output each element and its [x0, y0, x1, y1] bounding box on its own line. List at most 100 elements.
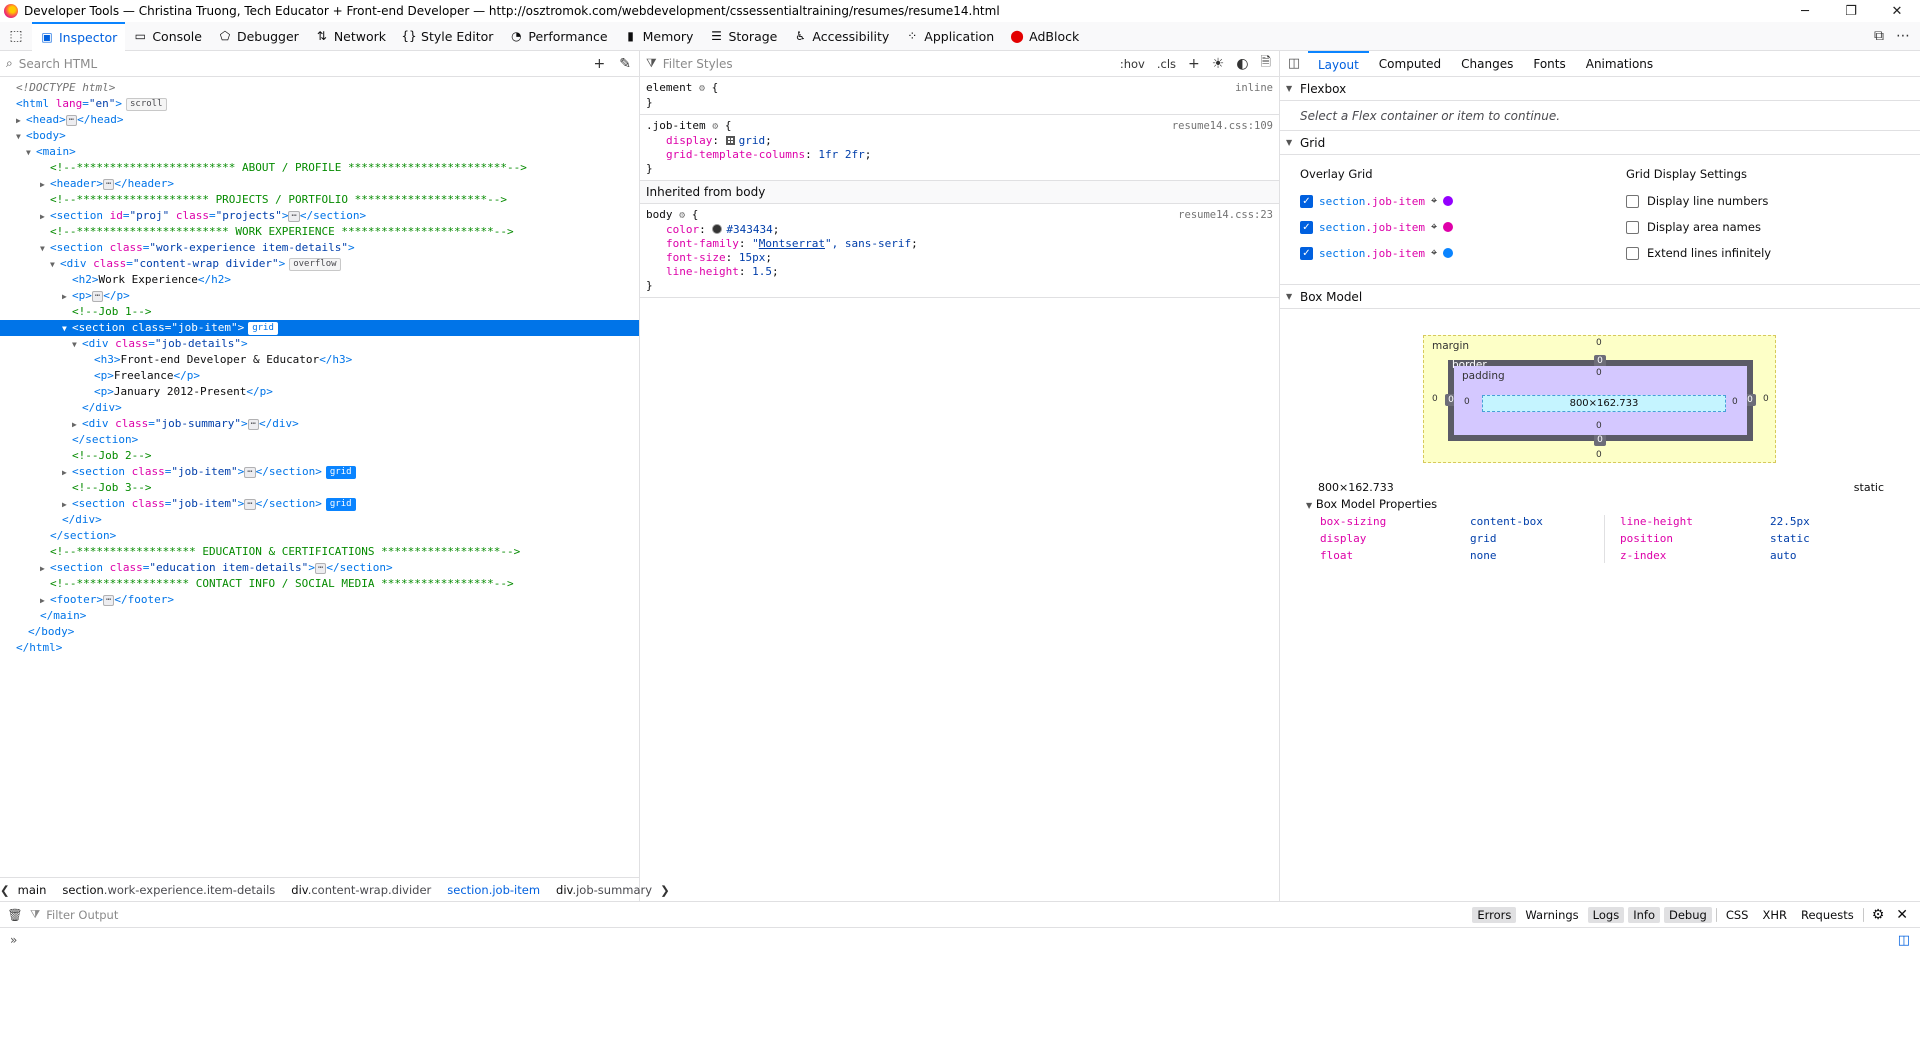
tab-storage[interactable]: ☰ Storage	[701, 22, 785, 50]
collapse-arrow-icon[interactable]: ▼	[40, 244, 45, 253]
expand-arrow-icon[interactable]: ▶	[62, 468, 67, 477]
console-input[interactable]: » ◫	[0, 928, 1920, 952]
element-picker-button[interactable]: ⬚	[9, 28, 23, 44]
padding-bottom-value[interactable]: 0	[1596, 421, 1602, 431]
tab-memory[interactable]: ▮ Memory	[616, 22, 702, 50]
filter-debug-button[interactable]: Debug	[1663, 907, 1712, 923]
prop-value[interactable]: grid	[738, 134, 766, 147]
crosshair-icon[interactable]: ⌖	[1430, 220, 1438, 233]
crosshair-icon[interactable]: ⌖	[1430, 246, 1438, 259]
ellipsis-icon[interactable]: ⋯	[65, 115, 78, 126]
box-model-properties-toggle[interactable]: ▼ Box Model Properties	[1306, 497, 1437, 511]
filter-logs-button[interactable]: Logs	[1587, 907, 1625, 923]
rule-source[interactable]: resume14.css:23	[1178, 209, 1273, 221]
property-row[interactable]: z-index	[1620, 549, 1667, 562]
tab-layout[interactable]: Layout	[1308, 50, 1369, 77]
tree-node[interactable]: </html>	[16, 641, 63, 654]
collapse-arrow-icon[interactable]: ▼	[26, 148, 31, 157]
filter-requests-button[interactable]: Requests	[1800, 908, 1854, 922]
expand-arrow-icon[interactable]: ▶	[40, 596, 45, 605]
tree-node[interactable]: ▼<main>	[0, 144, 639, 160]
tab-debugger[interactable]: ⬠ Debugger	[210, 22, 307, 50]
tree-node[interactable]: <p>Freelance</p>	[94, 369, 200, 382]
crosshair-icon[interactable]: ⌖	[1430, 194, 1438, 207]
expand-arrow-icon[interactable]: ▶	[40, 180, 45, 189]
grid-badge[interactable]: grid	[325, 466, 356, 479]
prop-name[interactable]: font-family	[666, 237, 739, 250]
collapse-arrow-icon[interactable]: ▼	[50, 260, 55, 269]
border-bottom-value[interactable]: 0	[1594, 434, 1606, 446]
tree-node[interactable]: ▼<section class="work-experience item-de…	[0, 240, 639, 256]
print-media-icon[interactable]: 🗎	[1260, 55, 1271, 70]
breadcrumb-item[interactable]: div.content-wrap.divider	[283, 883, 439, 897]
font-link[interactable]: Montserrat	[758, 237, 825, 250]
tree-node[interactable]: <html lang="en">scroll	[0, 96, 639, 112]
tree-node[interactable]: ▶<head>⋯</head>	[0, 112, 639, 128]
checkbox-checked-icon[interactable]: ✓	[1300, 194, 1313, 208]
close-split-console-icon[interactable]: ✕	[1896, 907, 1908, 923]
tree-node[interactable]: ▼<body>	[0, 128, 639, 144]
property-row[interactable]: float	[1320, 549, 1354, 562]
tab-accessibility[interactable]: ♿ Accessibility	[785, 22, 897, 50]
box-model-content[interactable]: 800×162.733	[1482, 395, 1726, 412]
close-window-button[interactable]: ✕	[1891, 3, 1903, 19]
tree-node[interactable]: ▶<section class="education item-details"…	[0, 560, 639, 576]
tree-node[interactable]: <!--***************** CONTACT INFO / SOC…	[0, 576, 639, 592]
breadcrumb-item[interactable]: main	[10, 883, 55, 897]
padding-left-value[interactable]: 0	[1464, 397, 1470, 407]
collapse-arrow-icon[interactable]: ▼	[62, 324, 67, 333]
grid-badge[interactable]: grid	[248, 322, 278, 335]
property-row[interactable]: position	[1620, 532, 1673, 545]
prop-name[interactable]: display	[666, 134, 713, 147]
tree-node[interactable]: </section>	[50, 529, 117, 542]
rule-element[interactable]: element ⚙ { } inline	[640, 77, 1279, 115]
tree-node[interactable]: </body>	[28, 625, 75, 638]
eyedropper-icon[interactable]: ✎	[619, 56, 631, 72]
filter-css-button[interactable]: CSS	[1725, 908, 1749, 922]
checkbox-unchecked-icon[interactable]	[1626, 194, 1639, 208]
tab-adblock[interactable]: ⬤ AdBlock	[1002, 22, 1087, 50]
collapse-arrow-icon[interactable]: ▼	[72, 340, 77, 349]
gear-icon[interactable]: ⚙	[679, 210, 686, 221]
tree-node[interactable]: <!--Job 3-->	[0, 480, 639, 496]
tree-node[interactable]: </main>	[40, 609, 87, 622]
more-options-icon[interactable]: ⋯	[1896, 28, 1910, 44]
display-setting[interactable]: Display line numbers	[1626, 193, 1768, 209]
box-model-padding[interactable]: padding 0 0 0 0 800×162.733	[1454, 366, 1747, 435]
property-row[interactable]: line-height	[1620, 515, 1693, 528]
tree-node[interactable]: <h3>Front-end Developer & Educator</h3>	[94, 353, 353, 366]
filter-info-button[interactable]: Info	[1628, 907, 1660, 923]
tree-node[interactable]: ▶<footer>⋯</footer>	[0, 592, 639, 608]
filter-warnings-button[interactable]: Warnings	[1525, 908, 1579, 922]
ellipsis-icon[interactable]: ⋯	[102, 595, 115, 606]
tree-node[interactable]: <!--****************** EDUCATION & CERTI…	[0, 544, 639, 560]
tree-node[interactable]: <!--******************** PROJECTS / PORT…	[0, 192, 639, 208]
filter-errors-button[interactable]: Errors	[1472, 907, 1517, 923]
tree-node[interactable]: <h2>Work Experience</h2>	[72, 273, 231, 286]
tree-node[interactable]: ▶<section id="proj" class="projects">⋯</…	[0, 208, 639, 224]
prop-name[interactable]: font-size	[666, 251, 726, 264]
dock-toggle-icon[interactable]: ⧉	[1874, 28, 1884, 44]
grid-color-swatch[interactable]	[1443, 222, 1454, 232]
prop-value[interactable]: 15px	[738, 251, 766, 264]
display-setting[interactable]: Display area names	[1626, 219, 1761, 235]
tree-node[interactable]: ▶<header>⋯</header>	[0, 176, 639, 192]
property-row[interactable]: display	[1320, 532, 1367, 545]
tab-application[interactable]: ⁘ Application	[897, 22, 1002, 50]
tree-node[interactable]: ▶<p>⋯</p>	[0, 288, 639, 304]
expand-arrow-icon[interactable]: ▶	[16, 116, 21, 125]
ellipsis-icon[interactable]: ⋯	[244, 467, 256, 478]
overflow-badge[interactable]: overflow	[289, 258, 341, 271]
add-node-icon[interactable]: +	[593, 56, 606, 72]
checkbox-checked-icon[interactable]: ✓	[1300, 220, 1313, 234]
grid-badge[interactable]: grid	[325, 498, 356, 511]
tab-console[interactable]: ▭ Console	[125, 22, 210, 50]
ellipsis-icon[interactable]: ⋯	[288, 211, 300, 222]
tree-node[interactable]: ▶<div class="job-summary">⋯</div>	[0, 416, 639, 432]
prop-name[interactable]: grid-template-columns	[666, 148, 806, 161]
scroll-badge[interactable]: scroll	[126, 98, 167, 111]
tree-node[interactable]: </div>	[82, 401, 122, 414]
breadcrumb-item[interactable]: section.work-experience.item-details	[54, 883, 283, 897]
toggle-sidebar-icon[interactable]: ◫	[1287, 56, 1301, 71]
overlay-grid-item[interactable]: ✓ section.job-item ⌖	[1300, 219, 1454, 235]
